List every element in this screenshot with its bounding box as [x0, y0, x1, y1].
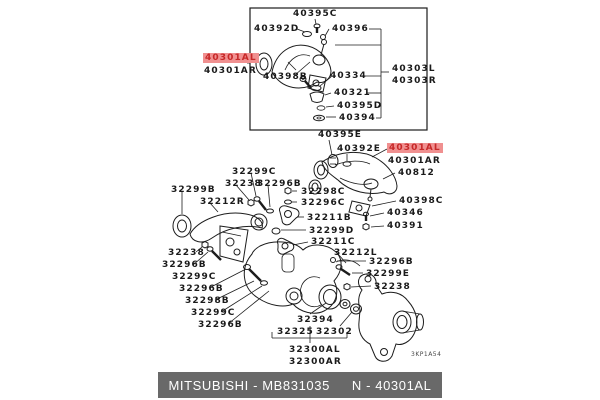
part-label-40301ar: 40301AR — [388, 156, 441, 166]
part-label-32298b: 32298B — [185, 296, 230, 306]
part-label-40395d: 40395D — [337, 101, 383, 111]
part-label-32300ar: 32300AR — [289, 357, 342, 367]
part-label-40398c: 40398C — [399, 196, 444, 206]
part-label-40392e: 40392E — [337, 144, 382, 154]
plate-code: 3KP1A54 — [411, 351, 442, 358]
part-label-32298c: 32298C — [301, 187, 346, 197]
part-label-32296b: 32296B — [369, 257, 414, 267]
part-label-32211b: 32211B — [307, 213, 352, 223]
part-label-40391: 40391 — [387, 221, 424, 231]
top-detail-box — [247, 7, 428, 131]
part-label-40392d: 40392D — [254, 24, 300, 34]
part-label-40301al: 40301AL — [387, 143, 443, 153]
part-label-32212l: 32212L — [334, 248, 378, 258]
part-label-40321: 40321 — [334, 88, 371, 98]
part-label-32296b: 32296B — [257, 179, 302, 189]
part-label-32325: 32325 — [277, 327, 314, 337]
part-label-40395e: 40395E — [318, 130, 363, 140]
part-label-32212r: 32212R — [200, 197, 245, 207]
part-label-32299d: 32299D — [309, 226, 355, 236]
part-label-32302: 32302 — [316, 327, 353, 337]
part-label-40334: 40334 — [330, 71, 367, 81]
part-label-40303r: 40303R — [392, 76, 437, 86]
part-label-32211c: 32211C — [311, 237, 356, 247]
part-label-32296b: 32296B — [198, 320, 243, 330]
part-label-40303l: 40303L — [392, 64, 436, 74]
part-label-40398b: 40398B — [263, 72, 308, 82]
part-label-32296b: 32296B — [179, 284, 224, 294]
part-label-32296c: 32296C — [301, 198, 346, 208]
part-label-40346: 40346 — [387, 208, 424, 218]
part-label-32238: 32238 — [374, 282, 411, 292]
footer-catalog-number: MITSUBISHI - MB831035 — [168, 377, 330, 393]
part-label-32299c: 32299C — [191, 308, 236, 318]
part-label-32299c: 32299C — [232, 167, 277, 177]
part-label-40396: 40396 — [332, 24, 369, 34]
part-label-32238: 32238 — [225, 179, 262, 189]
part-label-40394: 40394 — [339, 113, 376, 123]
trailing-arm-assembly — [172, 172, 347, 325]
part-label-32300al: 32300AL — [289, 345, 341, 355]
part-label-32299b: 32299B — [171, 185, 216, 195]
part-label-32299c: 32299C — [172, 272, 217, 282]
part-label-40395c: 40395C — [293, 9, 338, 19]
lower-arm-knuckle-assembly — [243, 241, 424, 362]
upper-arm-assembly — [308, 139, 398, 231]
part-label-32299e: 32299E — [366, 269, 411, 279]
part-label-40301ar: 40301AR — [204, 66, 257, 76]
footer-part-number: N - 40301AL — [351, 377, 432, 393]
part-label-40812: 40812 — [398, 168, 435, 178]
part-label-32238: 32238 — [168, 248, 205, 258]
footer-bar: MITSUBISHI - MB831035 N - 40301AL — [158, 372, 442, 398]
part-label-32394: 32394 — [297, 315, 334, 325]
part-label-32296b: 32296B — [162, 260, 207, 270]
part-label-40301al: 40301AL — [203, 53, 259, 63]
